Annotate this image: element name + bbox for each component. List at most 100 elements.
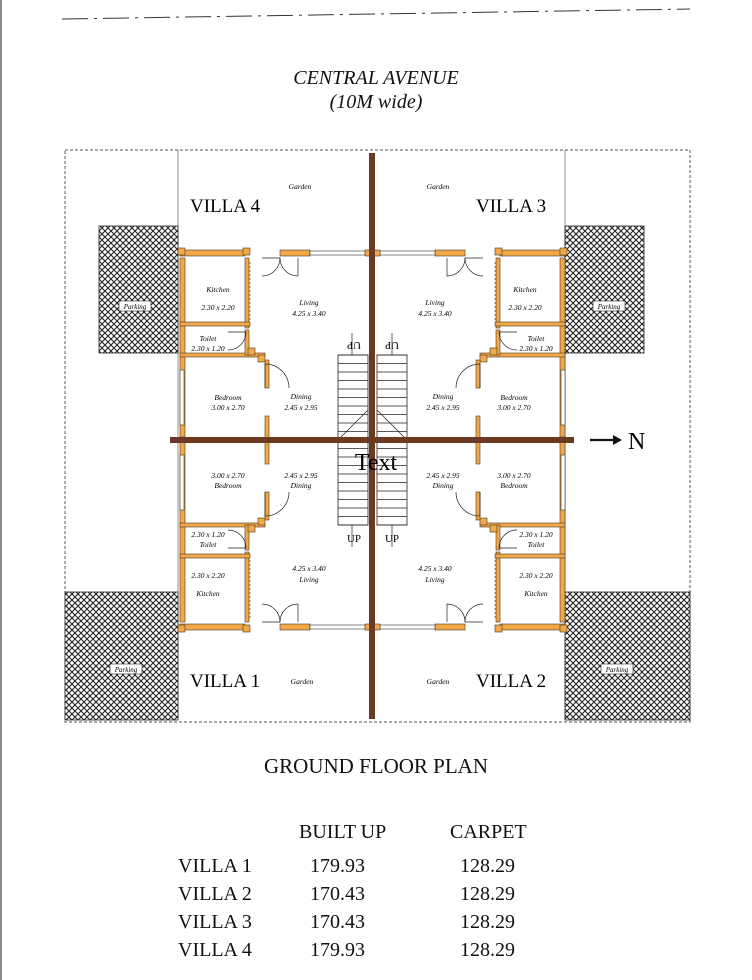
window — [309, 624, 366, 630]
wall-pier — [257, 354, 266, 363]
room-label: Kitchen — [512, 285, 537, 294]
door-swing — [446, 257, 466, 277]
parking-label: Parking — [597, 303, 621, 311]
stair-up-label: UP — [385, 533, 399, 545]
parking-area-villa-4 — [98, 225, 179, 354]
room-label: 2.45 x 2.95 — [284, 471, 318, 480]
window — [179, 454, 185, 511]
door-swing — [455, 491, 481, 517]
center-text: Text — [355, 450, 398, 476]
room-size-label: Living — [424, 575, 444, 584]
area-table-built-up-cell: 179.93 — [310, 939, 365, 961]
wall-pier — [257, 517, 266, 526]
parking-label-box — [118, 300, 152, 312]
wall-segment — [244, 329, 250, 356]
wall-pier — [479, 517, 488, 526]
axis-vertical — [369, 153, 375, 719]
road-name: CENTRAL AVENUE — [293, 67, 459, 89]
stair-break-line — [376, 409, 408, 441]
door-swing — [227, 529, 247, 549]
villa-1-label: VILLA 1 — [190, 671, 260, 692]
wall-pier — [489, 524, 498, 533]
room-size-label: 3.00 x 2.70 — [496, 403, 531, 412]
wall-segment — [179, 321, 251, 327]
parking-area-villa-2 — [564, 591, 691, 721]
area-table-carpet-cell: 128.29 — [460, 855, 515, 877]
wall-segment — [244, 524, 250, 551]
room-size-label: Toilet — [528, 540, 546, 549]
room-label: 4.25 x 3.40 — [418, 564, 452, 573]
door-swing — [261, 603, 281, 623]
room-label: 3.00 x 2.70 — [210, 471, 245, 480]
parking-label-box — [109, 663, 143, 675]
wall-segment — [279, 623, 311, 631]
room-label: Kitchen — [205, 285, 230, 294]
wall-segment — [495, 257, 501, 329]
room-size-label: Bedroom — [214, 481, 242, 490]
parking-area-villa-3 — [564, 225, 645, 354]
room-size-label: 2.30 x 1.20 — [519, 344, 553, 353]
door-swing — [227, 331, 247, 351]
room-size-label: Living — [298, 575, 318, 584]
wall-pier — [559, 247, 568, 256]
room-size-label: Dining — [290, 481, 312, 490]
area-table-villa-cell: VILLA 4 — [178, 939, 252, 961]
wall-segment — [244, 551, 250, 623]
wall-segment — [495, 551, 501, 623]
wall-segment — [434, 623, 466, 631]
door-swing — [264, 363, 290, 389]
area-table-villa-cell: VILLA 1 — [178, 855, 252, 877]
door-swing — [279, 603, 299, 623]
wall-pier — [242, 624, 251, 633]
wall-segment — [495, 524, 501, 551]
room-size-label: 2.45 x 2.95 — [426, 403, 460, 412]
room-size-label: Dining — [432, 481, 454, 490]
villa-2 — [373, 436, 568, 633]
room-size-label: 2.45 x 2.95 — [284, 403, 318, 412]
wall-pier — [177, 624, 186, 633]
villa-4-label: VILLA 4 — [190, 196, 261, 217]
window — [379, 624, 436, 630]
area-table-carpet-cell: 128.29 — [460, 911, 515, 933]
room-label: 2.30 x 1.20 — [191, 530, 225, 539]
villa-4 — [177, 247, 372, 444]
wall-pier — [479, 354, 488, 363]
room-size-label: Kitchen — [523, 589, 548, 598]
stair-up-label: UP — [347, 339, 361, 351]
window — [560, 369, 566, 426]
wall-segment — [494, 553, 566, 559]
room-size-label: 2.30 x 2.20 — [508, 303, 542, 312]
room-label: 2.30 x 2.20 — [519, 571, 553, 580]
room-label: 3.00 x 2.70 — [496, 471, 531, 480]
door-swing — [498, 331, 518, 351]
stair-up-label: UP — [385, 339, 399, 351]
parking-area-villa-1 — [64, 591, 179, 721]
parking-label-box — [600, 663, 634, 675]
room-size-label: 2.30 x 2.20 — [201, 303, 235, 312]
wall-segment — [494, 321, 566, 327]
road-width-note: (10M wide) — [329, 91, 423, 113]
room-label: 4.25 x 3.40 — [292, 564, 326, 573]
wall-segment — [179, 553, 251, 559]
room-label: 2.30 x 2.20 — [191, 571, 225, 580]
wall-segment — [279, 249, 311, 257]
villa-3-label: VILLA 3 — [476, 196, 546, 217]
parking-label: Parking — [605, 666, 629, 674]
wall-pier — [494, 247, 503, 256]
plan-caption: GROUND FLOOR PLAN — [263, 754, 489, 778]
door-swing — [455, 363, 481, 389]
window — [179, 369, 185, 426]
wall-pier — [494, 624, 503, 633]
door-swing — [498, 529, 518, 549]
window — [560, 454, 566, 511]
header-carpet: CARPET — [450, 821, 527, 843]
room-size-label: Bedroom — [500, 481, 528, 490]
room-label: Toilet — [528, 334, 546, 343]
door-swing — [264, 491, 290, 517]
wall-pier — [177, 247, 186, 256]
garden-label-villa-2: Garden — [427, 677, 450, 686]
door-swing — [464, 603, 484, 623]
room-label: Bedroom — [500, 393, 528, 402]
header-built-up: BUILT UP — [299, 821, 387, 843]
room-label: 2.45 x 2.95 — [426, 471, 460, 480]
